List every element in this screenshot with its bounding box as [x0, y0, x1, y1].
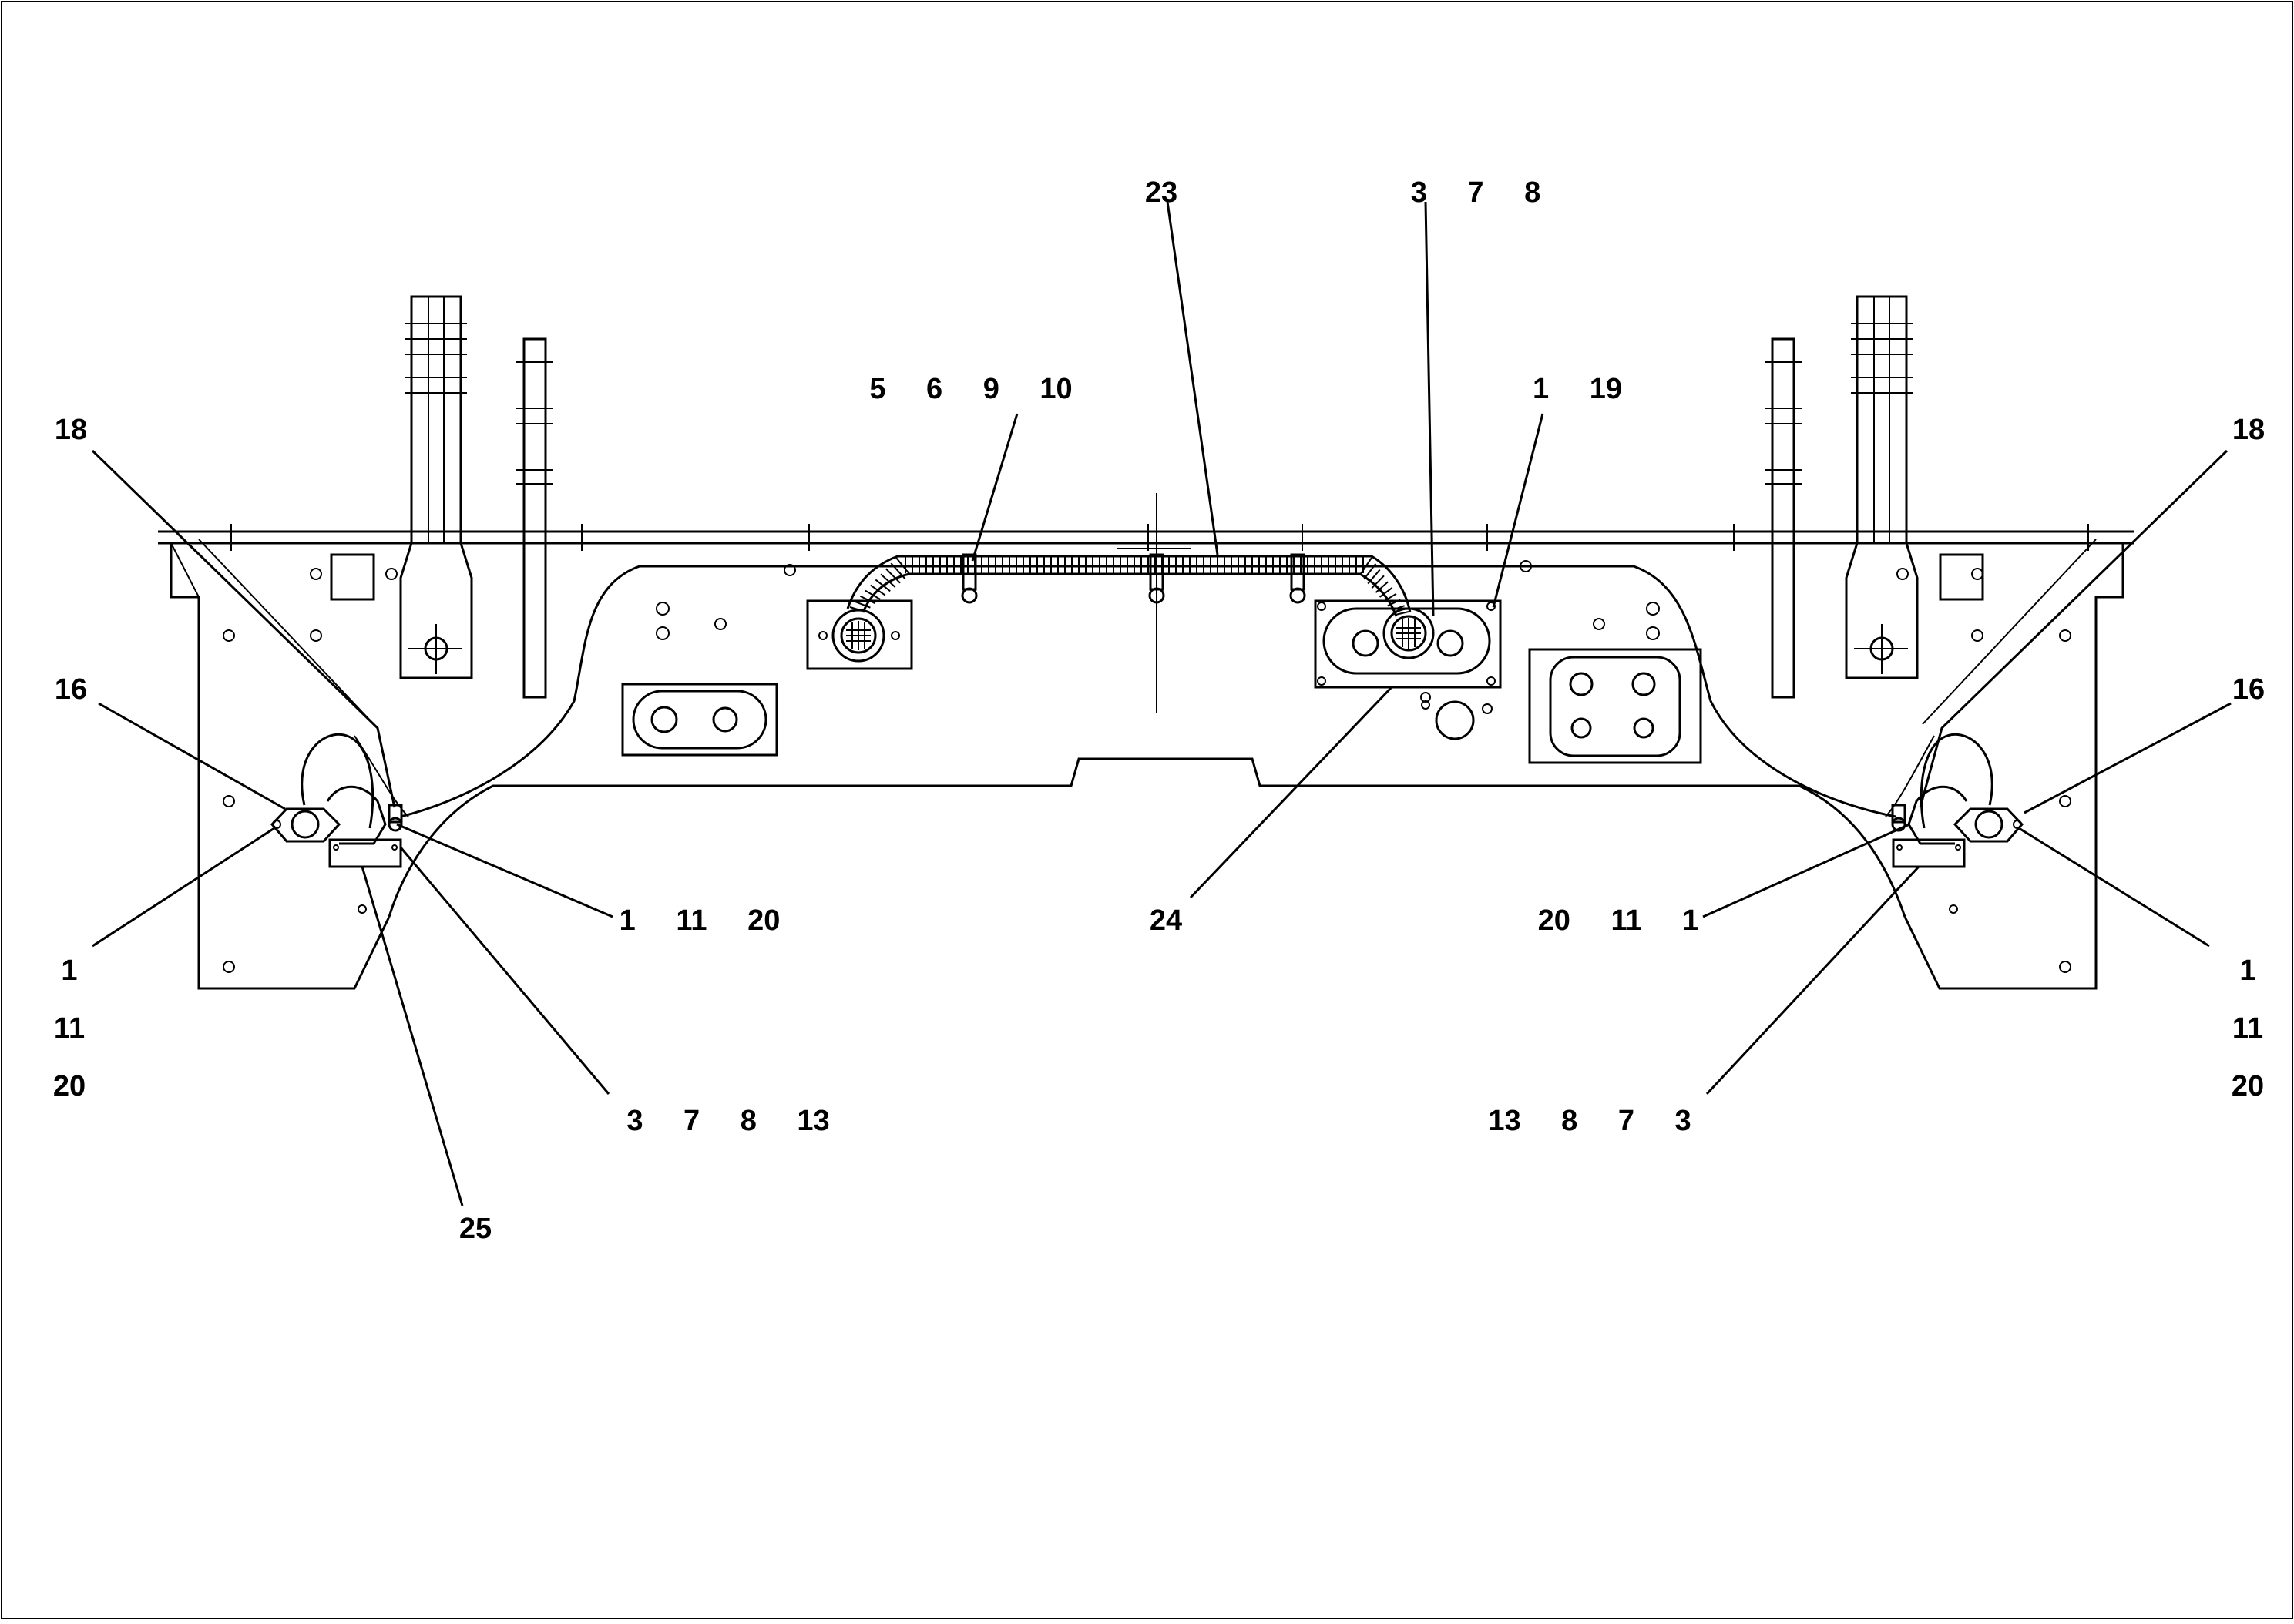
callout-3-7-8-13-left: 3 7 8 13 [626, 1105, 829, 1137]
callout-11-right: 11 [2232, 1012, 2263, 1045]
right-upright [1765, 295, 1919, 699]
callout-18-left: 18 [55, 414, 87, 446]
callout-1-19: 1 19 [1533, 373, 1622, 405]
right-socket-assembly [1891, 733, 2024, 868]
left-socket-assembly [270, 733, 403, 868]
left-round-connector [806, 599, 913, 670]
callout-labels: 23 3 7 8 5 6 9 10 1 19 18 18 16 16 1 11 … [53, 176, 2265, 1245]
leader-lines [91, 201, 2232, 1206]
frame-body [158, 524, 2134, 990]
wiring-harness [846, 553, 1412, 617]
callout-23: 23 [1145, 176, 1177, 209]
callout-24: 24 [1150, 904, 1182, 937]
callout-11-left: 11 [54, 1012, 85, 1045]
left-upright [399, 295, 553, 699]
callout-13-8-7-3-right: 13 8 7 3 [1488, 1105, 1691, 1137]
callout-16-left: 16 [55, 673, 87, 706]
callout-3-7-8: 3 7 8 [1411, 176, 1541, 209]
callout-1-left: 1 [61, 955, 77, 987]
callout-16-right: 16 [2232, 673, 2265, 706]
right-connector-plate [1314, 599, 1502, 740]
callout-20-11-1-right: 20 11 1 [1538, 904, 1699, 937]
callout-5-6-9-10: 5 6 9 10 [869, 373, 1072, 405]
callout-25: 25 [459, 1213, 492, 1245]
callout-18-right: 18 [2232, 414, 2265, 446]
callout-20-right: 20 [2232, 1070, 2264, 1102]
left-oval-plate [621, 683, 778, 757]
right-square-plate [1528, 648, 1702, 764]
callout-1-right: 1 [2239, 955, 2255, 987]
callout-1-11-20-left: 1 11 20 [620, 904, 781, 937]
callout-20-left: 20 [53, 1070, 86, 1102]
